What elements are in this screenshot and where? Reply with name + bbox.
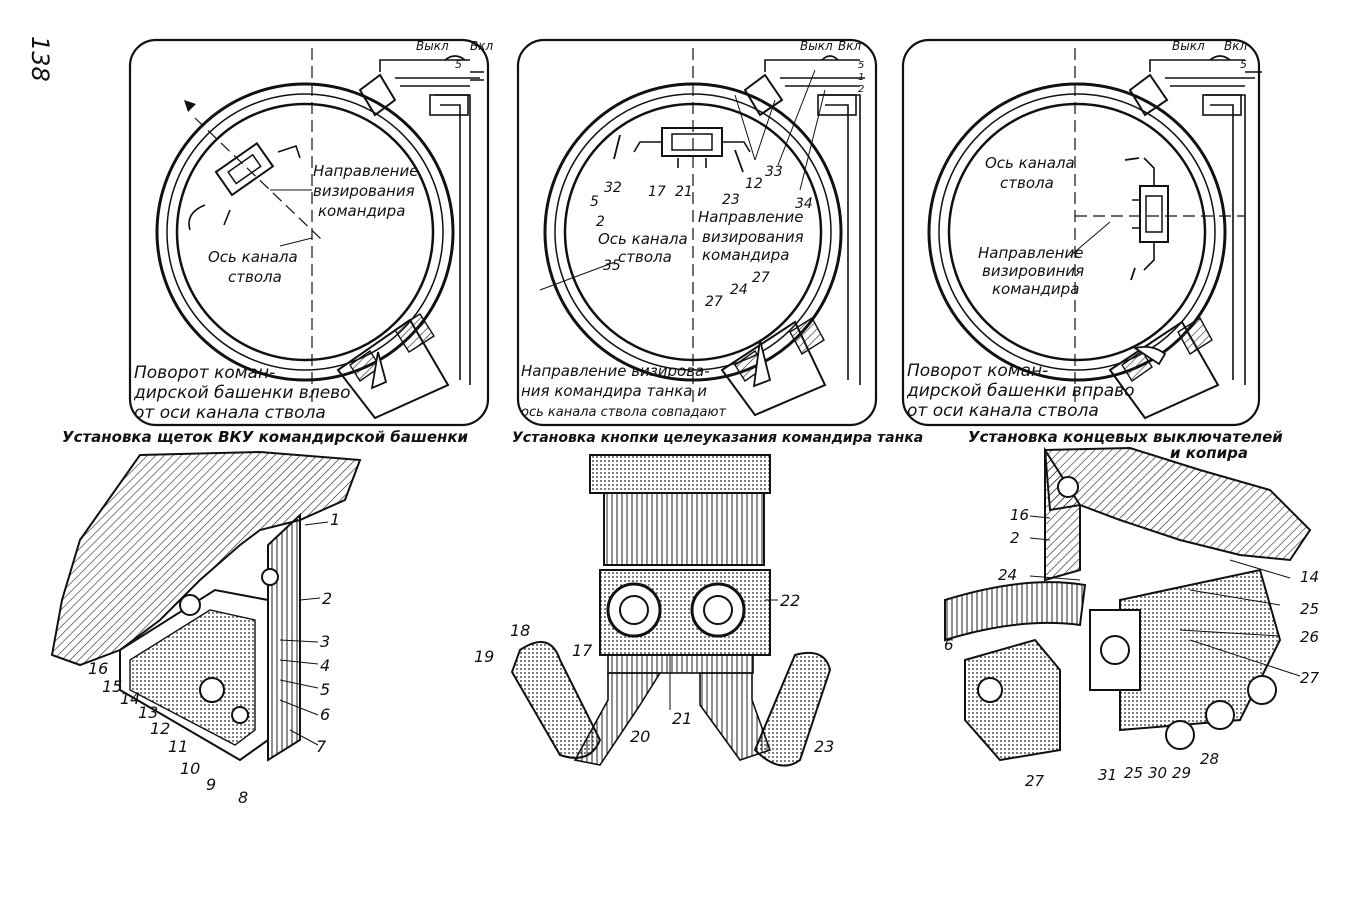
callout-12: 12 bbox=[745, 176, 763, 192]
direction-label-1: Направление bbox=[313, 162, 418, 180]
callout-33: 33 bbox=[765, 164, 783, 180]
callout-12: 12 bbox=[150, 719, 170, 738]
direction-label-1: Направление bbox=[698, 208, 803, 226]
callout-6: 6 bbox=[320, 705, 330, 724]
callout-21: 21 bbox=[675, 184, 693, 200]
callout-18: 18 bbox=[510, 621, 530, 640]
direction-label-3: командира bbox=[702, 246, 789, 264]
title-copier: и копира bbox=[1170, 444, 1248, 462]
axis-label-2: ствола bbox=[1000, 174, 1054, 192]
callout-29: 29 bbox=[1172, 764, 1191, 782]
callout-23: 23 bbox=[814, 737, 834, 756]
caption-line-1: Поворот коман- bbox=[134, 363, 275, 383]
callout-11: 11 bbox=[168, 737, 188, 756]
callout-wire-5: 5 bbox=[858, 60, 864, 71]
callout-3: 3 bbox=[320, 632, 330, 651]
direction-label-3: командира bbox=[992, 280, 1079, 298]
title-target-button: Установка кнопки целеуказания командира … bbox=[512, 430, 923, 446]
caption-line-3: ось канала ствола совпадают bbox=[521, 405, 726, 420]
panel-right-rotation: Выкл Вкл 5 Ось канала ствола Направление… bbox=[901, 38, 1262, 427]
callout-28: 28 bbox=[1200, 750, 1219, 768]
callout-24: 24 bbox=[730, 282, 748, 298]
callout-15: 15 bbox=[102, 677, 122, 696]
callout-27a: 27 bbox=[705, 294, 723, 310]
direction-label-2: визирования bbox=[313, 182, 415, 200]
callout-24: 24 bbox=[998, 566, 1017, 584]
callout-17: 17 bbox=[648, 184, 666, 200]
direction-label-3: командира bbox=[318, 202, 405, 220]
callout-5: 5 bbox=[590, 194, 599, 210]
callout-19: 19 bbox=[474, 647, 494, 666]
direction-label-2: визирования bbox=[702, 228, 804, 246]
axis-label-2: ствола bbox=[228, 268, 282, 286]
switch-off-label: Выкл bbox=[800, 39, 833, 53]
caption-line-1: Поворот коман- bbox=[907, 361, 1048, 381]
callout-13: 13 bbox=[138, 703, 158, 722]
callout-27a: 27 bbox=[1300, 669, 1320, 687]
callout-14: 14 bbox=[1300, 568, 1319, 586]
callout-1: 1 bbox=[330, 510, 340, 529]
callout-30: 30 bbox=[1148, 764, 1167, 782]
axis-label-1: Ось канала bbox=[208, 248, 298, 266]
callout-22: 22 bbox=[780, 591, 800, 610]
panel-center-aligned: Выкл Вкл 5 1 2 32 5 2 17 21 23 12 33 34 … bbox=[516, 38, 878, 427]
callout-2: 2 bbox=[1010, 529, 1020, 547]
callout-17: 17 bbox=[572, 641, 593, 660]
callout-26: 26 bbox=[1300, 628, 1319, 646]
switch-on-label: Вкл bbox=[838, 39, 861, 53]
caption-line-3: от оси канала ствола bbox=[134, 403, 326, 423]
callout-31: 31 bbox=[1098, 766, 1117, 784]
title-brushes: Установка щеток ВКУ командирской башенки bbox=[62, 428, 469, 446]
callout-wire-1: 1 bbox=[858, 72, 864, 83]
figure-target-button: 18 19 17 22 20 21 23 bbox=[474, 454, 834, 767]
callout-14: 14 bbox=[120, 689, 140, 708]
callout-27b: 27 bbox=[1025, 772, 1045, 790]
callout-wire: 5 bbox=[1240, 58, 1247, 71]
callout-16: 16 bbox=[88, 659, 108, 678]
axis-label-2: ствола bbox=[618, 248, 672, 266]
callout-5: 5 bbox=[320, 680, 330, 699]
switch-off-label: Выкл bbox=[416, 39, 449, 53]
switch-on-label: Вкл bbox=[470, 39, 493, 53]
caption-line-2: ния командира танка и bbox=[521, 382, 707, 400]
callout-21: 21 bbox=[672, 709, 692, 728]
caption-line-2: дирской башенки вправо bbox=[906, 381, 1135, 401]
direction-label-2: визировиния bbox=[982, 262, 1084, 280]
caption-line-1: Направление визирова- bbox=[521, 362, 710, 380]
callout-2: 2 bbox=[596, 214, 605, 230]
switch-on-label: Вкл bbox=[1224, 39, 1247, 53]
panel-left-rotation: Выкл Вкл 5 Направление визирования коман… bbox=[128, 38, 493, 427]
callout-7: 7 bbox=[316, 737, 327, 756]
axis-label-1: Ось канала bbox=[985, 154, 1075, 172]
callout-25b: 25 bbox=[1124, 764, 1143, 782]
callout-32: 32 bbox=[604, 180, 622, 196]
switch-off-label: Выкл bbox=[1172, 39, 1205, 53]
callout-10: 10 bbox=[180, 759, 200, 778]
callout-wire-2: 2 bbox=[858, 84, 864, 95]
axis-label-1: Ось канала bbox=[598, 230, 688, 248]
callout-35: 35 bbox=[603, 258, 621, 274]
callout-9: 9 bbox=[206, 775, 216, 794]
callout-16: 16 bbox=[1010, 506, 1029, 524]
title-limit-switches: Установка концевых выключателей bbox=[968, 428, 1283, 446]
page-number: 138 bbox=[26, 36, 54, 82]
callout-20: 20 bbox=[630, 727, 650, 746]
callout-25: 25 bbox=[1300, 600, 1319, 618]
figure-brushes-assembly: 1 2 3 4 5 6 7 8 9 10 11 12 13 14 15 16 bbox=[50, 450, 362, 807]
caption-line-3: от оси канала ствола bbox=[907, 401, 1099, 421]
callout-wire: 5 bbox=[455, 58, 462, 71]
caption-line-2: дирской башенки влево bbox=[133, 383, 351, 403]
callout-27b: 27 bbox=[752, 270, 770, 286]
callout-23: 23 bbox=[722, 192, 740, 208]
callout-2: 2 bbox=[322, 589, 332, 608]
callout-4: 4 bbox=[320, 656, 330, 675]
callout-8: 8 bbox=[238, 788, 248, 807]
callout-6: 6 bbox=[944, 636, 954, 654]
figure-limit-switches: 16 2 24 14 25 6 26 27 28 27 31 25 30 29 bbox=[944, 446, 1320, 790]
callout-34: 34 bbox=[795, 196, 813, 212]
direction-label-1: Направление bbox=[978, 244, 1083, 262]
